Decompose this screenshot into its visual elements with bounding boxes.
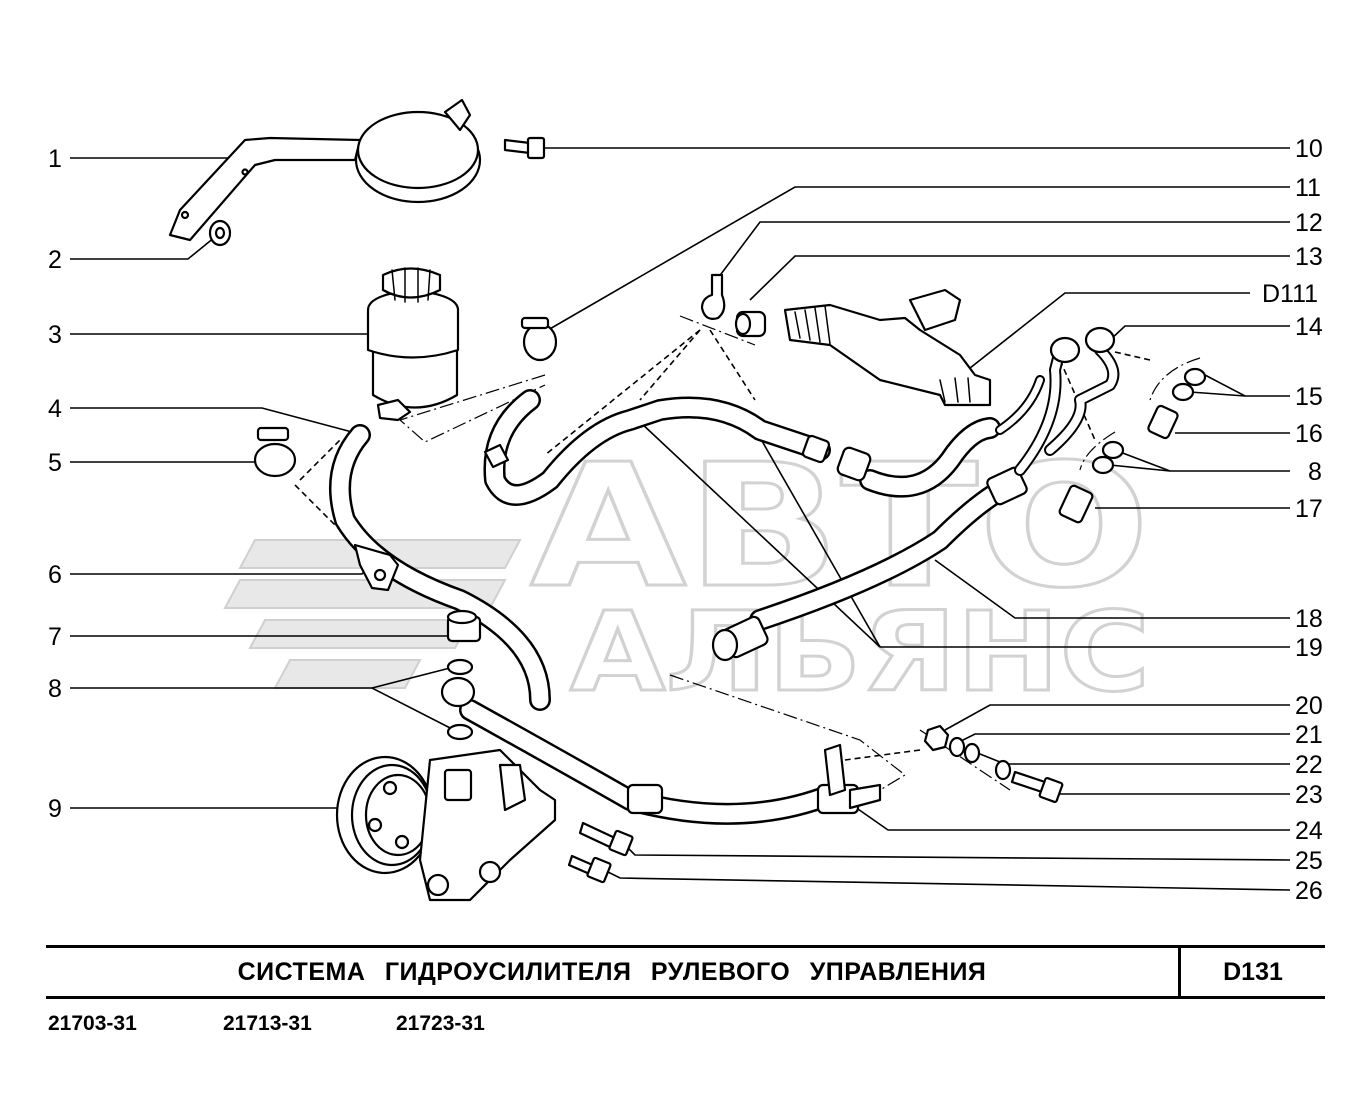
bolt-26 [567, 854, 612, 884]
bolt-10 [503, 136, 546, 160]
reservoir-bracket [168, 98, 482, 242]
callout-19: 19 [1295, 634, 1323, 662]
callout-10: 10 [1295, 135, 1323, 163]
callout-20: 20 [1295, 692, 1323, 720]
diagram-code: D131 [1223, 957, 1283, 986]
washers-15 [1171, 367, 1207, 402]
return-hose-upper [483, 389, 1001, 506]
washer-22 [963, 742, 1012, 781]
callouts-right: 10 11 12 13 D111 14 15 16 8 17 18 19 20 … [1262, 135, 1323, 905]
callout-14: 14 [1295, 313, 1323, 341]
washer-21 [948, 736, 966, 758]
callout-21: 21 [1295, 721, 1323, 749]
title-divider [1178, 948, 1181, 996]
washer-2 [208, 219, 232, 247]
bolt-16 [1147, 404, 1179, 440]
callout-18: 18 [1295, 605, 1323, 633]
callout-23: 23 [1295, 781, 1323, 809]
callout-d111: D111 [1262, 280, 1318, 308]
callout-16: 16 [1295, 420, 1323, 448]
callout-9: 9 [48, 795, 62, 823]
bolt-17 [1058, 484, 1094, 524]
fluid-reservoir [366, 267, 460, 422]
hose-bracket-24 [823, 743, 847, 797]
callout-4: 4 [48, 395, 62, 423]
callout-7: 7 [48, 623, 62, 651]
bolt-25 [578, 821, 634, 857]
pressure-hose-18 [711, 466, 1028, 662]
callout-11: 11 [1295, 174, 1321, 202]
callout-8-left: 8 [48, 675, 62, 703]
model-number-1: 21703-31 [48, 1012, 137, 1035]
callout-6: 6 [48, 561, 62, 589]
bolt-23 [1010, 770, 1064, 804]
callout-24: 24 [1295, 817, 1323, 845]
nut-20 [923, 724, 950, 752]
hose-clamp-11 [520, 316, 558, 362]
callout-13: 13 [1295, 243, 1323, 271]
callout-15: 15 [1295, 383, 1323, 411]
steering-pump [335, 748, 557, 902]
callouts-left: 1 2 3 4 5 6 7 8 9 [48, 145, 62, 823]
steering-rack-d111 [783, 288, 992, 407]
hose-clip-12 [700, 273, 726, 320]
hose-bracket-6 [353, 543, 400, 592]
pressure-hose-24 [440, 676, 882, 825]
model-number-2: 21713-31 [223, 1012, 312, 1035]
hose-clamp-5 [253, 426, 297, 478]
steel-pipes-14 [995, 326, 1120, 476]
callout-3: 3 [48, 321, 62, 349]
hose-4 [329, 424, 551, 711]
callout-25: 25 [1295, 847, 1323, 875]
bushing-13 [734, 310, 767, 338]
callout-26: 26 [1295, 877, 1323, 905]
callout-2: 2 [48, 246, 62, 274]
diagram-title: СИСТЕМА ГИДРОУСИЛИТЕЛЯ РУЛЕВОГО УПРАВЛЕН… [237, 957, 987, 986]
callout-22: 22 [1295, 751, 1323, 779]
callout-17: 17 [1295, 495, 1323, 523]
banjo-bolt-7 [446, 609, 482, 643]
callout-8-right: 8 [1308, 458, 1322, 486]
callout-5: 5 [48, 449, 62, 477]
watermark-line2: АЛЬЯНС [570, 588, 1150, 716]
callout-1: 1 [48, 145, 62, 173]
title-block: СИСТЕМА ГИДРОУСИЛИТЕЛЯ РУЛЕВОГО УПРАВЛЕН… [46, 945, 1325, 999]
washers-8-right [1091, 440, 1125, 475]
callout-12: 12 [1295, 209, 1323, 237]
washers-8-left [446, 658, 474, 741]
model-number-3: 21723-31 [396, 1012, 485, 1035]
